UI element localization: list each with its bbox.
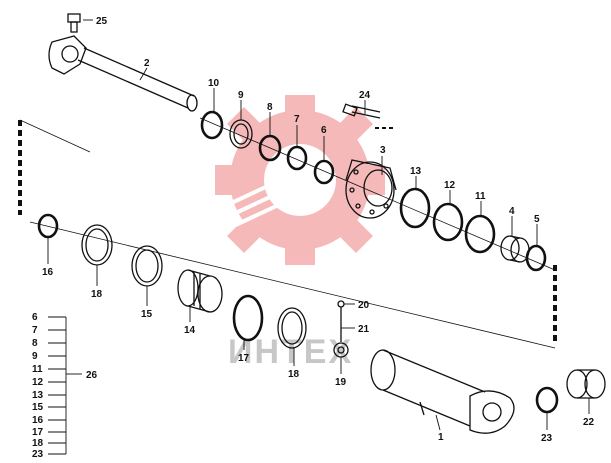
callout-17: 17 (238, 353, 250, 364)
callout-21: 21 (358, 324, 370, 335)
callout-14: 14 (184, 325, 196, 336)
callout-23: 23 (541, 433, 553, 444)
kit-item-17: 17 (32, 427, 44, 438)
kit-item-16: 16 (32, 415, 44, 426)
part-10-seal (200, 110, 224, 140)
part-24-bolt (342, 103, 381, 119)
part-18-ring-a (81, 224, 113, 266)
callout-22: 22 (583, 417, 595, 428)
part-23-seal (535, 386, 559, 414)
callout-25: 25 (96, 16, 108, 27)
part-25-bolt (67, 13, 81, 33)
callout-13: 13 (410, 166, 422, 177)
callout-5: 5 (534, 214, 540, 225)
gear-icon (215, 95, 385, 265)
part-13-seal (399, 187, 431, 229)
callout-19: 19 (335, 377, 347, 388)
kit-item-7: 7 (32, 325, 38, 336)
leader-lines (47, 19, 590, 431)
part-18-ring-b (277, 307, 307, 349)
dashed-bracket-right (375, 127, 557, 345)
kit-item-11: 11 (32, 364, 43, 375)
assembly-axis-upper (199, 117, 556, 271)
watermark-logo (186, 95, 385, 265)
part-20-pin (337, 300, 345, 308)
part-15-ring (131, 245, 163, 287)
callout-11: 11 (475, 191, 486, 202)
part-12-seal (432, 202, 464, 242)
callout-1: 1 (438, 432, 444, 443)
callout-16: 16 (42, 267, 54, 278)
kit-item-18: 18 (32, 438, 44, 449)
callout-18-a: 18 (91, 289, 103, 300)
dashed-bracket-left (18, 119, 91, 215)
callout-6: 6 (321, 125, 327, 136)
callout-24: 24 (359, 90, 371, 101)
part-4-bushing (500, 235, 530, 263)
callout-4: 4 (509, 206, 515, 217)
kit-label-26: 26 (86, 370, 98, 381)
callout-20: 20 (358, 300, 370, 311)
callout-labels: 1 2 3 4 5 6 7 8 9 10 11 12 13 14 15 16 1… (42, 16, 595, 444)
callout-15: 15 (141, 309, 153, 320)
kit-item-15: 15 (32, 402, 44, 413)
part-11-seal (464, 214, 496, 254)
kit-item-9: 9 (32, 351, 38, 362)
assembly-axis-lower (29, 221, 556, 349)
callout-9: 9 (238, 90, 244, 101)
part-1-cylinder-barrel (370, 349, 515, 434)
part-17-seal (232, 294, 264, 342)
part-22-bushing (566, 369, 606, 399)
callout-2: 2 (144, 58, 150, 69)
callout-12: 12 (444, 180, 456, 191)
callout-3: 3 (380, 145, 386, 156)
kit-item-8: 8 (32, 338, 38, 349)
part-14-piston (177, 269, 223, 313)
callout-10: 10 (208, 78, 220, 89)
part-5-seal (525, 244, 547, 272)
part-2-piston-rod (48, 35, 198, 112)
callout-8: 8 (267, 102, 273, 113)
kit-item-13: 13 (32, 390, 44, 401)
callout-18-b: 18 (288, 369, 300, 380)
kit-item-12: 12 (32, 377, 44, 388)
kit-item-6: 6 (32, 312, 38, 323)
part-3-cylinder-head (345, 159, 397, 219)
kit-item-23: 23 (32, 449, 44, 460)
kit-list: 6 7 8 9 11 12 13 15 16 17 18 23 26 (32, 312, 98, 460)
callout-7: 7 (294, 114, 300, 125)
